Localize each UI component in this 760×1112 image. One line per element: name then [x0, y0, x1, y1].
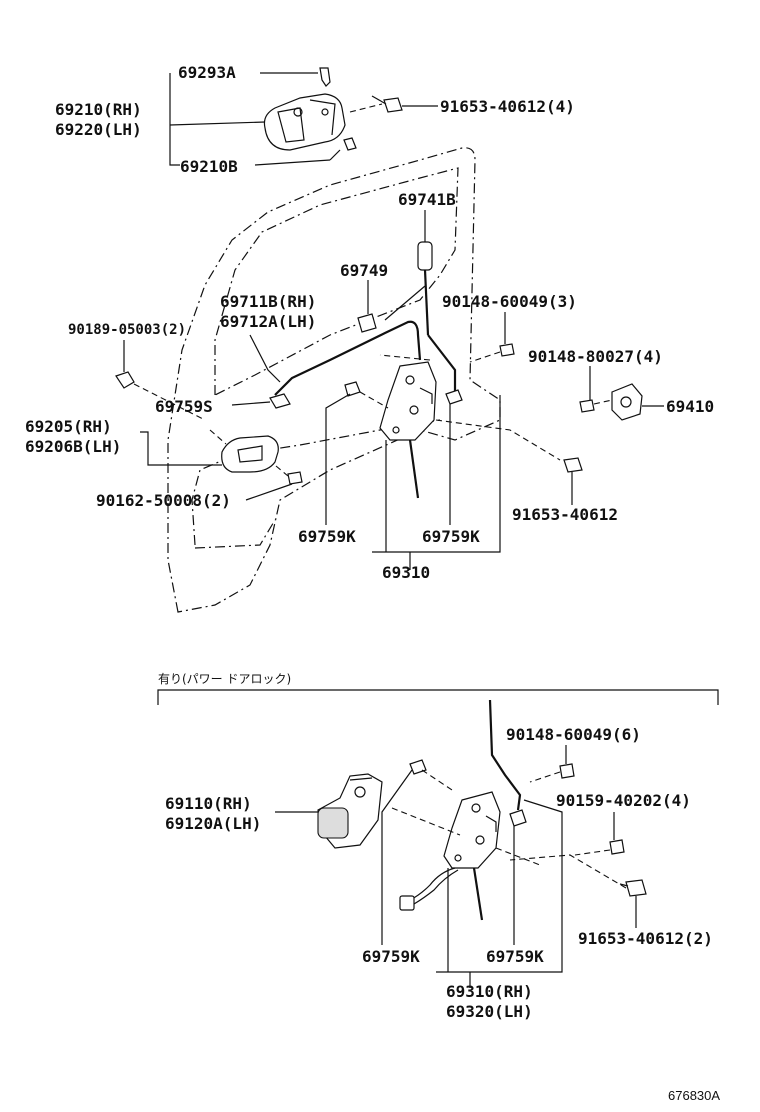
- clip-69759S: [269, 393, 291, 409]
- label-69712A-lh: 69712A(LH): [220, 312, 316, 331]
- label-69205-rh: 69205(RH): [25, 417, 112, 436]
- label-69759K-a: 69759K: [298, 527, 356, 546]
- label-69206B-lh: 69206B(LH): [25, 437, 121, 456]
- screw-90148-60049-6: [559, 763, 575, 779]
- outside-handle: [263, 67, 403, 161]
- figure-reference: 676830A: [668, 1088, 720, 1103]
- label-69210-rh: 69210(RH): [55, 100, 142, 119]
- door-lock-motor: [317, 773, 383, 849]
- label-69759K-d: 69759K: [486, 947, 544, 966]
- label-69759K-c: 69759K: [362, 947, 420, 966]
- label-91653-40612-2: 91653-40612(2): [578, 929, 713, 948]
- inside-handle: [221, 435, 279, 473]
- label-69759K-b: 69759K: [422, 527, 480, 546]
- label-69410: 69410: [666, 397, 714, 416]
- door-lock-assembly-bottom: [399, 759, 527, 921]
- label-69320-lh: 69320(LH): [446, 1002, 533, 1021]
- screw-90148-60049: [499, 343, 515, 357]
- inside-handle-rod: [274, 320, 422, 396]
- label-69210B: 69210B: [180, 157, 238, 176]
- label-69293A: 69293A: [178, 63, 236, 82]
- label-69110-rh: 69110(RH): [165, 794, 252, 813]
- screw-90159-40202: [609, 839, 625, 855]
- lock-knob-rod: [417, 241, 457, 395]
- screw-90162-50008: [287, 471, 303, 485]
- label-69711B-rh: 69711B(RH): [220, 292, 316, 311]
- label-90162-50008-2: 90162-50008(2): [96, 491, 231, 510]
- label-69120A-lh: 69120A(LH): [165, 814, 261, 833]
- clip-90189-05003: [115, 371, 135, 389]
- condition-bracket: [157, 689, 719, 705]
- door-lock-assembly: [344, 361, 463, 499]
- condition-label: 有り(パワー ドアロック): [158, 672, 291, 686]
- label-90159-40202-4: 90159-40202(4): [556, 791, 691, 810]
- door-striker-69410: [611, 383, 643, 421]
- label-90189-05003-2: 90189-05003(2): [68, 322, 186, 338]
- label-69310: 69310: [382, 563, 430, 582]
- label-90148-60049-6: 90148-60049(6): [506, 725, 641, 744]
- label-90148-60049-3: 90148-60049(3): [442, 292, 577, 311]
- label-69310-rh: 69310(RH): [446, 982, 533, 1001]
- screw-90148-80027: [579, 399, 595, 413]
- bolt-91653-40612: [563, 457, 583, 473]
- rod-clip-69749: [357, 313, 377, 333]
- label-91653-40612-4: 91653-40612(4): [440, 97, 575, 116]
- label-69749: 69749: [340, 261, 388, 280]
- bolt-91653-40612-2: [619, 879, 647, 897]
- label-69741B: 69741B: [398, 190, 456, 209]
- label-69759S: 69759S: [155, 397, 213, 416]
- lock-rod-bottom: [488, 699, 522, 811]
- label-90148-80027-4: 90148-80027(4): [528, 347, 663, 366]
- label-69220-lh: 69220(LH): [55, 120, 142, 139]
- label-91653-40612: 91653-40612: [512, 505, 618, 524]
